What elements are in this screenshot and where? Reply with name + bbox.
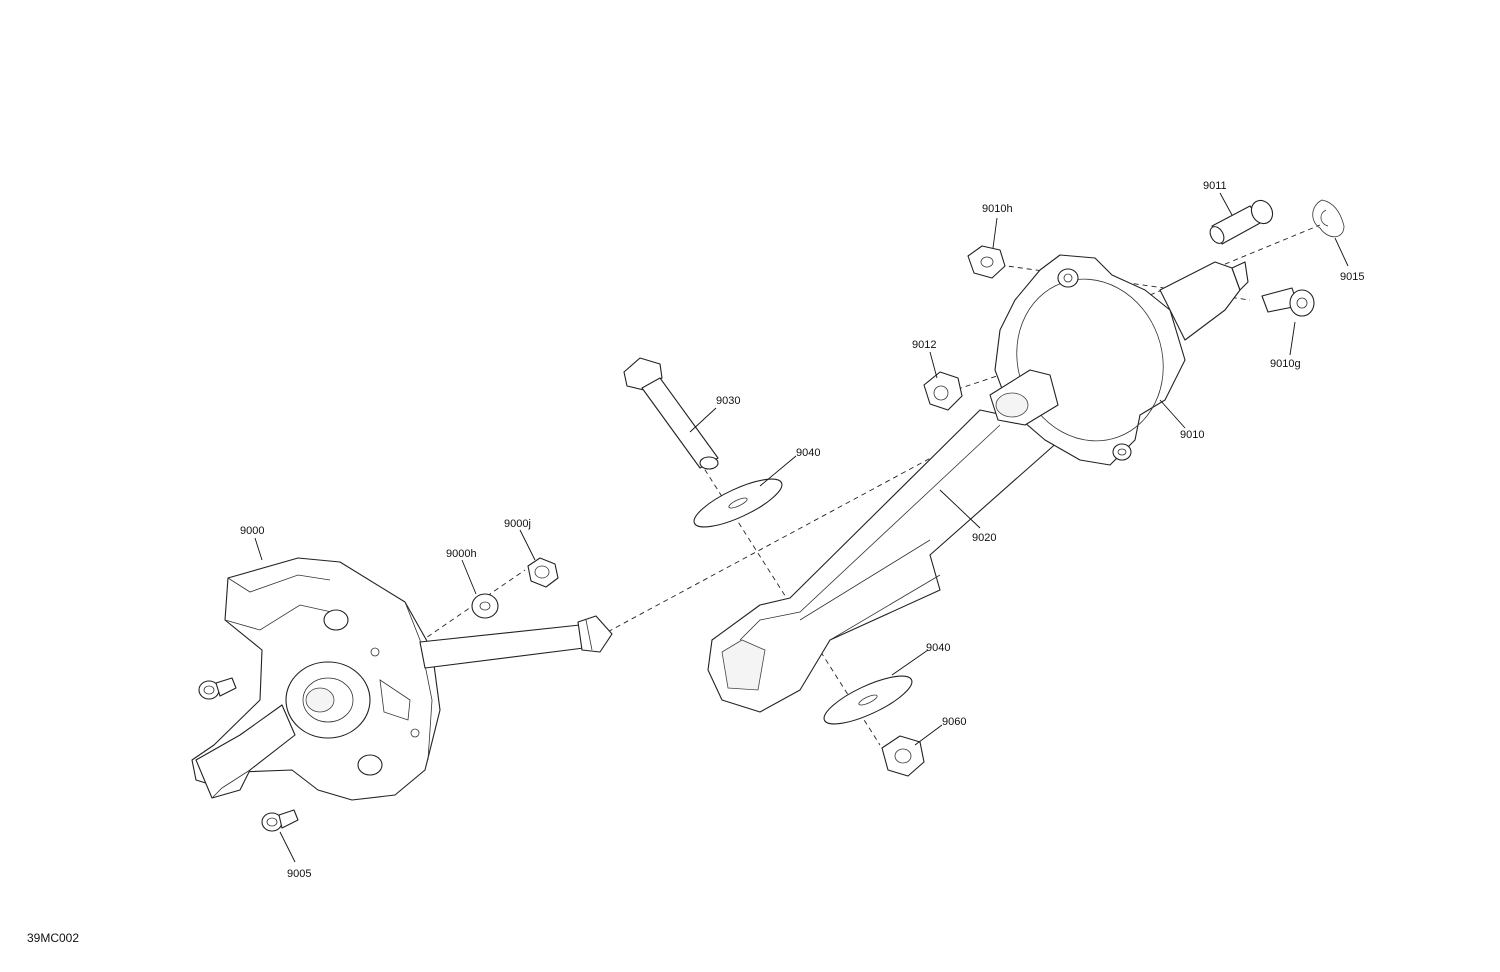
drive-shaft: [419, 615, 613, 669]
callout-9000h: 9000h: [446, 548, 477, 560]
callout-9020: 9020: [972, 532, 996, 544]
callout-9040-top: 9040: [796, 447, 820, 459]
nut-9012: [923, 371, 963, 411]
housing-9010: [989, 254, 1249, 466]
bolt-9011: [1209, 199, 1274, 245]
lever-arm-9020: [707, 409, 1061, 713]
nut-9010h: [967, 245, 1006, 279]
screw-9005-upper: [198, 677, 237, 700]
figure-code: 39MC002: [27, 931, 80, 945]
callout-labels: 9000 9000h 9000j 9005 9010 9010g 9010h 9…: [240, 180, 1364, 880]
nut-9000j: [527, 557, 559, 588]
bolt-9030: [623, 357, 719, 470]
clip-9015: [1312, 199, 1345, 238]
callout-9060: 9060: [942, 716, 966, 728]
callout-9030: 9030: [716, 395, 740, 407]
cover-assembly-9000: [191, 557, 441, 801]
screw-9005-lower: [261, 809, 299, 832]
callout-9011: 9011: [1203, 180, 1227, 192]
callout-9040-bottom: 9040: [926, 642, 950, 654]
nut-9060: [881, 735, 925, 777]
callout-9005: 9005: [287, 868, 311, 880]
washer-9040-lower: [823, 675, 913, 725]
callout-9000j: 9000j: [504, 518, 531, 530]
callout-9010h: 9010h: [982, 203, 1013, 215]
callout-9010g: 9010g: [1270, 358, 1301, 370]
washer-9000h: [471, 593, 499, 619]
callout-9000: 9000: [240, 525, 264, 537]
callout-9012: 9012: [912, 339, 936, 351]
callout-9010: 9010: [1180, 429, 1204, 441]
screw-9010g: [1261, 287, 1315, 317]
washer-9040-upper: [693, 478, 783, 528]
leader-lines: [254, 192, 1349, 863]
callout-9015: 9015: [1340, 271, 1364, 283]
